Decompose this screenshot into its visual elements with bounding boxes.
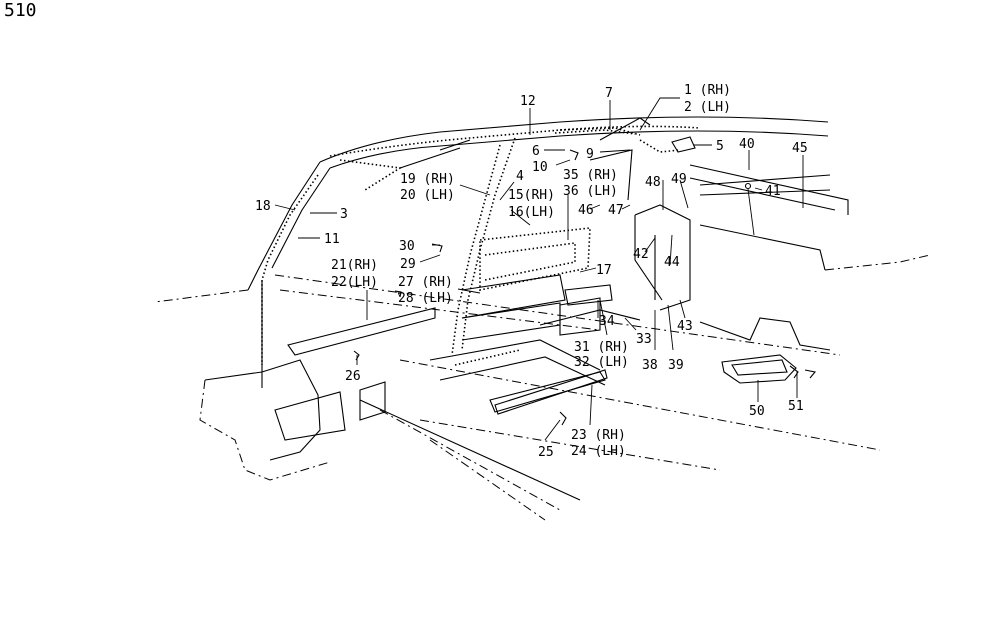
callout-1: 1 (RH) bbox=[684, 83, 731, 98]
callout-51: 51 bbox=[788, 399, 804, 414]
callout-20: 20 (LH) bbox=[400, 188, 455, 203]
callout-5: 5 bbox=[716, 139, 724, 154]
callout-38: 38 bbox=[642, 358, 658, 373]
rocker-trim bbox=[287, 307, 436, 356]
callout-34: 34 bbox=[599, 314, 615, 329]
callout-31: 31 (RH) bbox=[574, 340, 629, 355]
leader-lines bbox=[274, 97, 804, 441]
callout-40: 40 bbox=[739, 137, 755, 152]
callout-27: 27 (RH) bbox=[398, 275, 453, 290]
callout-30: 30 bbox=[399, 239, 415, 254]
callout-45: 45 bbox=[792, 141, 808, 156]
rear-side-trim bbox=[564, 284, 613, 306]
callout-46: 46 bbox=[578, 203, 594, 218]
callout-15: 15(RH) bbox=[508, 188, 555, 203]
callout-25: 25 bbox=[538, 445, 554, 460]
callout-22: 22(LH) bbox=[331, 275, 378, 290]
callout-50: 50 bbox=[749, 404, 765, 419]
callout-7: 7 bbox=[605, 86, 613, 101]
callout-11: 11 bbox=[324, 232, 340, 247]
callout-labels: 1 (RH) 2 (LH) 7 12 6 10 9 5 40 45 41 49 … bbox=[255, 83, 808, 460]
callout-19: 19 (RH) bbox=[400, 172, 455, 187]
callout-2: 2 (LH) bbox=[684, 100, 731, 115]
trim-parts bbox=[287, 129, 817, 426]
callout-39: 39 bbox=[668, 358, 684, 373]
callout-24: 24 (LH) bbox=[571, 444, 626, 459]
body-outline bbox=[154, 116, 931, 521]
callout-44: 44 bbox=[664, 255, 680, 270]
callout-26: 26 bbox=[345, 369, 361, 384]
callout-41: 41 bbox=[765, 184, 781, 199]
callout-43: 43 bbox=[677, 319, 693, 334]
callout-28: 28 (LH) bbox=[398, 291, 453, 306]
callout-18: 18 bbox=[255, 199, 271, 214]
trim-tray bbox=[721, 354, 797, 384]
callout-48: 48 bbox=[645, 175, 661, 190]
callout-49: 49 bbox=[671, 172, 687, 187]
callout-29: 29 bbox=[400, 257, 416, 272]
sun-visor bbox=[671, 136, 696, 153]
callout-32: 32 (LH) bbox=[574, 355, 629, 370]
callout-17: 17 bbox=[596, 263, 612, 278]
callout-16: 16(LH) bbox=[508, 205, 555, 220]
callout-35: 35 (RH) bbox=[563, 168, 618, 183]
scuff-plate bbox=[494, 369, 608, 415]
callout-21: 21(RH) bbox=[331, 258, 378, 273]
callout-9: 9 bbox=[586, 147, 594, 162]
callout-47: 47 bbox=[608, 203, 624, 218]
callout-3: 3 bbox=[340, 207, 348, 222]
callout-6: 6 bbox=[532, 144, 540, 159]
page-number: 510 bbox=[4, 0, 37, 21]
callout-33: 33 bbox=[636, 332, 652, 347]
callout-42: 42 bbox=[633, 247, 649, 262]
callout-23: 23 (RH) bbox=[571, 428, 626, 443]
callout-4: 4 bbox=[516, 169, 524, 184]
callout-12: 12 bbox=[520, 94, 536, 109]
callout-10: 10 bbox=[532, 160, 548, 175]
callout-36: 36 (LH) bbox=[563, 184, 618, 199]
